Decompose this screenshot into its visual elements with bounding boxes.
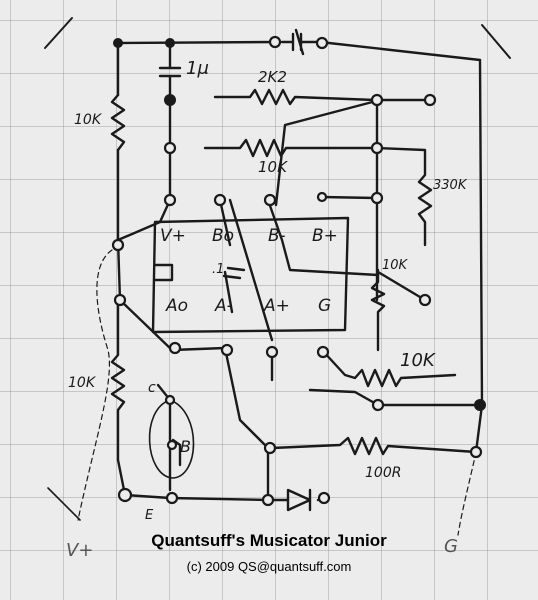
corner-mark-bottom-left (47, 487, 81, 521)
node (117, 487, 133, 503)
junction-nodes (113, 38, 486, 411)
label-transistor-collector: c (148, 380, 156, 396)
wire-pin-bplus (320, 195, 378, 200)
wire-bottom-row (123, 493, 327, 502)
label-r-10k-mid: 10K (400, 350, 435, 371)
node (113, 38, 123, 48)
label-pin-vplus: V+ (160, 226, 186, 246)
node (317, 491, 331, 505)
label-r-10k-right: 10K (382, 258, 408, 273)
label-pin-bo: Bo (212, 226, 235, 246)
node (370, 93, 384, 107)
label-r-10k-left-top: 10K (74, 112, 101, 128)
node (418, 293, 432, 307)
node (268, 35, 282, 49)
label-transistor-emitter: E (145, 508, 154, 523)
node (220, 343, 234, 357)
ic-outline (151, 216, 350, 334)
resistor-2k2 (213, 88, 432, 106)
node (316, 191, 328, 203)
potentiometer-10k (203, 98, 382, 207)
resistor-10k-right (370, 268, 427, 352)
node (213, 193, 227, 207)
label-pin-bplus: B+ (312, 226, 338, 246)
label-r-330k: 330K (433, 178, 467, 193)
label-pin-ao: Ao (166, 296, 189, 316)
capacitor-top-right (280, 28, 322, 56)
label-pin-bminus: B- (268, 226, 286, 246)
node (474, 399, 486, 411)
node (164, 94, 176, 106)
wire-dashed-ground (457, 451, 477, 536)
node (263, 193, 277, 207)
node (261, 493, 275, 507)
label-r-2k2: 2K2 (258, 68, 287, 86)
label-cap-1u: 1μ (186, 58, 209, 79)
label-pot-10k: 10K (258, 158, 287, 176)
node (315, 36, 329, 50)
label-ground-g: G (444, 536, 458, 557)
node (163, 193, 177, 207)
node (370, 141, 384, 155)
caption-title: Quantsuff's Musicator Junior (151, 531, 387, 550)
capacitor-1u (158, 41, 182, 102)
caption-copyright: (c) 2009 QS@quantsuff.com (186, 559, 352, 574)
ic-notch (153, 263, 174, 282)
label-r-100r: 100R (365, 465, 402, 481)
wire-top-rail (116, 40, 482, 62)
node (165, 38, 175, 48)
wire-pin-bo (218, 198, 232, 247)
resistor-330k (375, 146, 433, 247)
wire-dashed-vplus (77, 249, 113, 521)
resistor-10k-mid (308, 348, 478, 407)
node (168, 341, 182, 355)
node (165, 491, 179, 505)
label-transistor-base: B (180, 437, 191, 456)
transistor-circle (148, 399, 195, 479)
label-r-10k-left-bottom: 10K (68, 375, 95, 391)
node (265, 345, 279, 359)
label-supply-vplus: V+ (66, 540, 94, 561)
node (371, 398, 385, 412)
label-pin-aplus: A+ (264, 296, 290, 316)
wire-left-middle (116, 238, 227, 352)
resistor-10k-left-bottom (110, 298, 127, 497)
node (316, 345, 330, 359)
capacitor-point1 (222, 266, 246, 314)
node (113, 293, 127, 307)
node (469, 445, 483, 459)
node (263, 441, 277, 455)
wire-right-rail (474, 58, 484, 454)
corner-mark-top-left (44, 17, 73, 49)
label-cap-point1: .1 (212, 262, 225, 277)
diode-bottom (286, 488, 312, 512)
node (423, 93, 437, 107)
node (370, 191, 384, 205)
label-pin-g: G (318, 296, 332, 316)
resistor-10k-left-top (110, 93, 126, 152)
node (163, 141, 177, 155)
label-pin-aminus: A- (215, 296, 233, 316)
node (166, 439, 178, 451)
node (111, 238, 125, 252)
corner-mark-top-right (481, 24, 511, 59)
wire-pin-bminus (266, 198, 380, 277)
node (164, 394, 176, 406)
resistor-100r (270, 436, 478, 456)
hollow-nodes (111, 35, 483, 507)
